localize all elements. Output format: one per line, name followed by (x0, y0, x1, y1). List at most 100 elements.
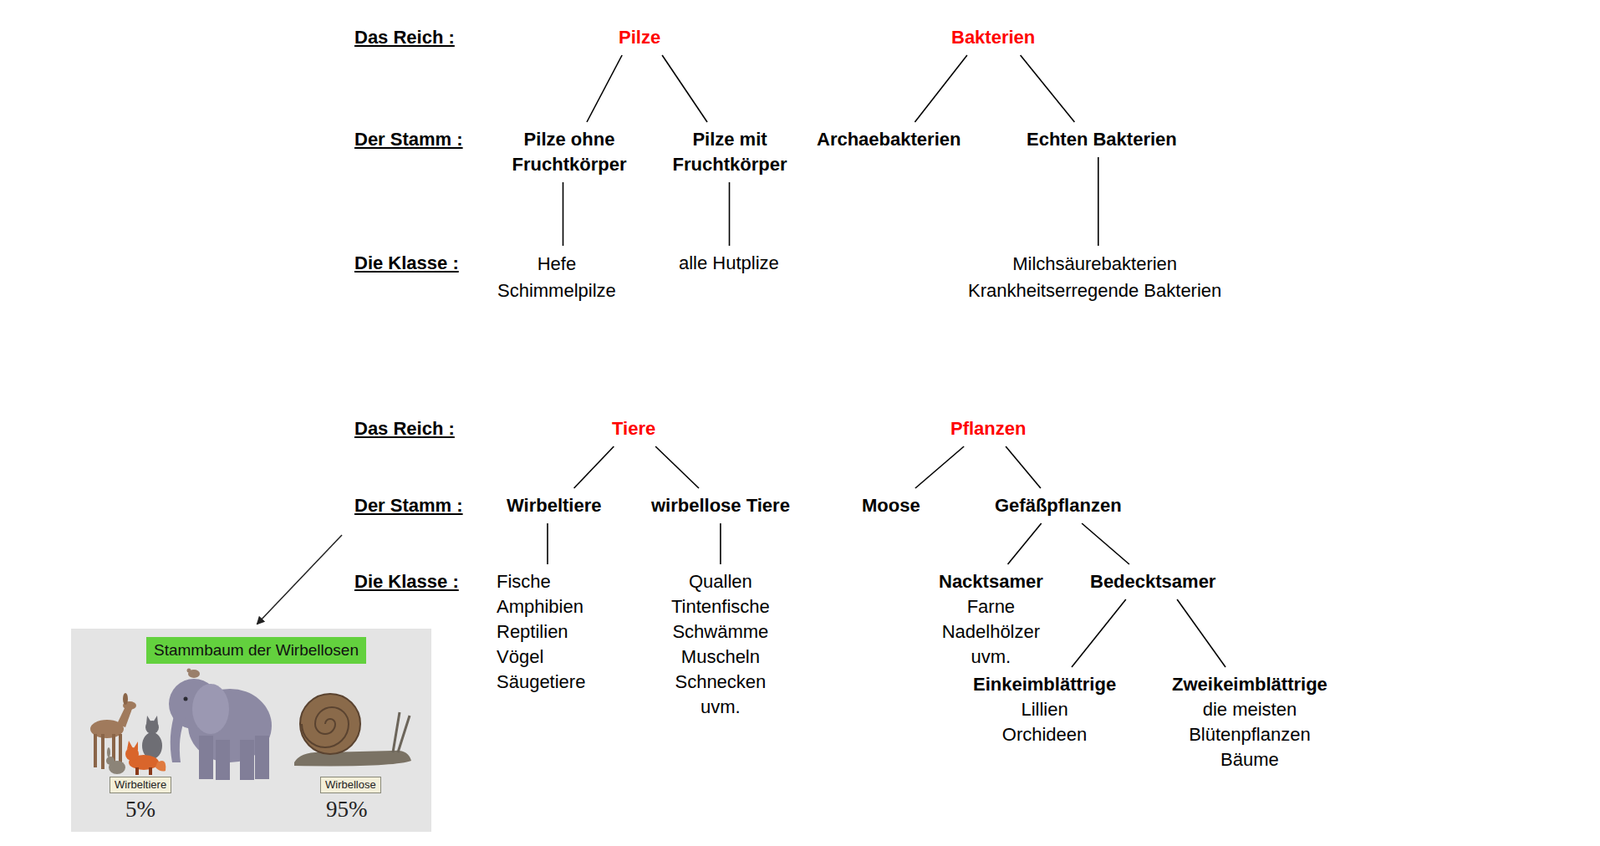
elephant-figure (168, 668, 272, 781)
node-item: Nadelhölzer (938, 619, 1044, 645)
row-label: Die Klasse : (354, 571, 459, 592)
node-item: Reptilien (496, 619, 586, 645)
tree-connector (562, 182, 565, 246)
node-heading: Echten Bakterien (1026, 127, 1178, 153)
node-heading: Stammbaum der Wirbellosen (153, 640, 359, 661)
phylum-node: Pilze ohne Fruchtkörper (489, 122, 649, 183)
tree-connector (1005, 446, 1041, 489)
row-label: Das Reich : (354, 418, 455, 439)
class-node: EinkeimblättrigeLillienOrchideen (964, 667, 1125, 753)
leader-arrow (257, 535, 342, 624)
node-heading: wirbellose Tiere (651, 493, 790, 519)
class-node: QuallenTintenfischeSchwämmeMuschelnSchne… (662, 564, 779, 725)
tree-connector (655, 446, 699, 489)
tree-connector (1008, 523, 1042, 565)
class-node: NacktsamerFarneNadelhölzeruvm. (930, 564, 1052, 675)
node-item: Schnecken (671, 669, 770, 695)
node-heading: Milchsäurebakterien (968, 250, 1222, 278)
node-item: Vögel (496, 644, 586, 670)
node-item: Muscheln (671, 644, 770, 670)
node-heading: Wirbeltiere (114, 778, 167, 792)
tree-connector (662, 55, 708, 123)
node-heading: Einkeimblättrige (973, 672, 1116, 698)
node-heading: Hefe (497, 250, 617, 278)
phylum-node: Pilze mit Fruchtkörper (650, 122, 810, 183)
tree-connector (1020, 55, 1076, 123)
class-node: FischeAmphibienReptilienVögelSäugetiere (488, 564, 594, 700)
class-node: alle Hutplize (670, 245, 788, 281)
phylum-node: Archaebakterien (808, 122, 969, 158)
node-item: Tintenfische (671, 594, 770, 620)
kingdom-node: Bakterien (942, 20, 1044, 56)
node-item: Lillien (973, 697, 1116, 723)
node-item: Schimmelpilze (497, 277, 617, 305)
node-heading: Moose (861, 493, 921, 519)
row-label: Der Stamm : (354, 129, 464, 150)
node-heading: alle Hutplize (678, 250, 780, 276)
snail-figure (294, 693, 412, 766)
node-item: Farne (938, 594, 1044, 620)
row-label: Die Klasse : (354, 253, 459, 274)
percent-label: 5% (125, 797, 156, 821)
tree-connector (1081, 523, 1130, 565)
node-heading: Gefäßpflanzen (994, 493, 1122, 519)
node-heading: Pflanzen (950, 416, 1026, 442)
tree-connector (728, 182, 731, 246)
node-heading: Quallen (671, 569, 770, 595)
kingdom-node: Pilze (610, 20, 669, 56)
tree-connector (1097, 157, 1100, 246)
tree-connector (1071, 599, 1127, 668)
node-item: uvm. (938, 644, 1044, 670)
photo-panel (71, 628, 432, 832)
node-item: Säugetiere (496, 669, 586, 695)
phylum-node: Moose (853, 488, 929, 524)
class-node: Zweikeimblättrigedie meisten Blütenpflan… (1163, 667, 1336, 778)
tree-connector (719, 523, 722, 565)
node-heading: Tiere (611, 416, 656, 442)
percent-label: 95% (326, 797, 368, 821)
tree-connector (586, 55, 622, 123)
class-node: MilchsäurebakterienKrankheitserregende B… (959, 245, 1230, 310)
node-heading: Archaebakterien (816, 127, 961, 153)
node-heading: Nacktsamer (938, 569, 1044, 595)
class-node: Bedecktsamer (1081, 564, 1224, 600)
kingdom-node: Tiere (603, 411, 664, 447)
node-item: die meisten Blütenpflanzen (1178, 697, 1321, 748)
tree-connector (915, 446, 964, 489)
rabbit-figure (106, 747, 126, 775)
node-heading: Pilze mit Fruchtkörper (658, 127, 801, 178)
tree-connector (546, 523, 549, 565)
phylum-node: Gefäßpflanzen (986, 488, 1131, 524)
class-node: HefeSchimmelpilze (489, 245, 625, 310)
node-item: Orchideen (973, 722, 1116, 748)
tree-connector (574, 446, 615, 489)
kingdom-node: Pflanzen (942, 411, 1035, 447)
tree-connector (1177, 599, 1226, 668)
node-heading: Pilze (618, 25, 661, 51)
node-heading: Bedecktsamer (1090, 569, 1216, 595)
node-heading: Zweikeimblättrige (1171, 672, 1328, 698)
row-label: Der Stamm : (354, 495, 464, 516)
title-tag: Stammbaum der Wirbellosen (146, 636, 367, 664)
phylum-node: wirbellose Tiere (642, 488, 799, 524)
node-heading: Wirbellose (325, 778, 377, 792)
phylum-node: Wirbeltiere (498, 488, 611, 524)
row-label: Das Reich : (354, 27, 455, 48)
node-heading: Bakterien (951, 25, 1035, 51)
phylum-node: Echten Bakterien (1018, 122, 1186, 158)
node-item: Amphibien (496, 594, 586, 620)
node-heading: Pilze ohne Fruchtkörper (498, 127, 641, 178)
node-heading: Fische (496, 569, 586, 595)
small-tag: Wirbeltiere (109, 776, 172, 794)
node-item: uvm. (671, 694, 770, 720)
fox-figure (125, 740, 166, 775)
small-tag: Wirbellose (320, 776, 382, 794)
tree-connector (914, 55, 968, 123)
node-item: Schwämme (671, 619, 770, 645)
node-item: Krankheitserregende Bakterien (968, 277, 1222, 305)
node-item: Bäume (1171, 747, 1328, 773)
node-heading: Wirbeltiere (506, 493, 602, 519)
